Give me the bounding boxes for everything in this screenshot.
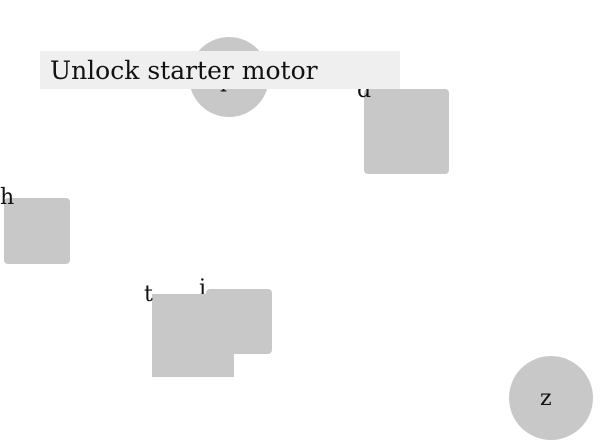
shape-i-label: i [199, 276, 207, 301]
instruction-text: Unlock starter motor [50, 55, 318, 85]
shape-z-label: z [540, 386, 552, 411]
shape-t-label: t [144, 282, 153, 307]
shape-d-square[interactable] [364, 89, 449, 174]
instruction-banner: Unlock starter motor [40, 51, 400, 89]
shape-h-label: h [0, 185, 15, 210]
shape-t-square[interactable] [152, 294, 234, 377]
shape-h-square[interactable] [4, 198, 70, 264]
